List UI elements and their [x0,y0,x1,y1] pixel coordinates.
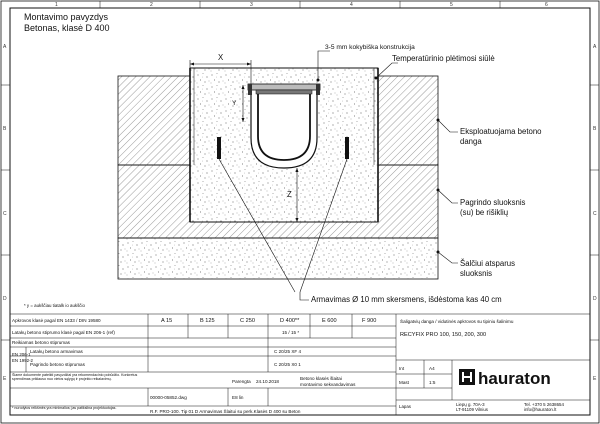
company-address-1: Liepų g. 70A-3 [456,402,485,407]
callout-reinforcement: Armavimas Ø 10 mm skersmens, išdėstoma k… [311,295,502,304]
frame-col-6: 6 [545,2,548,8]
scale-value: 1:5 [429,380,436,385]
dimension-z-label: Z [287,190,292,199]
load-class-a15: A 15 [161,318,172,324]
drawing-subtitle: Betonas, klasė D 400 [24,23,110,33]
scale-label: Mast [399,380,410,385]
drawing-footer: R.F. PRO-100. Tip 01 D Armavimas Šlaitui… [150,408,301,414]
rebar-right [345,137,349,159]
callout-base-layer-2: (su) be rišiklių [460,208,508,217]
left-note-1: Šiame dokumente pateikti pavyzdžiai yra … [12,373,138,382]
created-label: Parengta [232,379,251,384]
base-strength-row-label: Pagrindo betono stiprumas [30,362,86,367]
callout-concrete-surface-2: danga [460,137,482,146]
frame-row-c-right: C [593,211,597,217]
hauraton-logo: hauraton [459,369,551,388]
frame-row-b-right: B [593,126,597,132]
drawing-note-2: montavimo sekvandavimas [300,382,356,387]
load-class-c250: C 250 [240,318,255,324]
callout-frost-layer-1: Šalčiui atsparus [460,259,515,268]
drawing-date: 24.10.2018 [256,379,279,384]
load-class-e600: E 600 [322,318,337,324]
frame-row-c: C [3,211,7,217]
left-note-2: * nurodytos reikšmės yra minimalios; jas… [12,406,117,410]
grating [247,83,321,91]
drawing-size: E8 lin [232,395,244,400]
frame-row-a: A [3,44,7,50]
left-code-2: EN 1992-2 [12,358,34,363]
drainage-channel [247,83,321,169]
company-contact-1: Tel. +370 5 2638654 [524,402,564,407]
frame-row-a-right: A [593,44,597,50]
load-class-row-label: Apkrovos klasė pagal EN 1433 / DIN 19580 [12,318,101,323]
frame-row-letters: A B C D E A B C D E [3,44,597,382]
footnote: * y = aukščiau tiatalk io aukščio [24,303,85,308]
callout-frost-layer-2: sluoksnis [460,269,492,278]
dimension-x-label: X [218,53,224,62]
dimension-z: Z [287,168,299,222]
sheet-label: Lapas [399,404,412,409]
leader-lines [218,50,458,301]
frame-row-e-right: E [593,376,597,382]
left-code-1: EN 206-1 [12,352,31,357]
left-note-2-container: * nurodytos reikšmės yra minimalios; jas… [12,406,117,410]
product-name: RECYFIX PRO 100, 150, 200, 300 [400,332,486,338]
concrete-slab-left [117,75,191,166]
callout-joint-construction: 3-5 mm kokybiška konstrukcija [325,44,415,51]
callout-concrete-surface-1: Eksploatuojama betono [460,127,542,136]
base-strength-row-value: C 20/25 X0 1 [274,362,301,367]
logo-text: hauraton [478,369,551,388]
rebar-left [217,137,221,159]
format-value: A4 [429,366,435,371]
frame-row-e: E [3,376,7,382]
load-class-table: Apkrovos klasė pagal EN 1433 / DIN 19580… [12,318,376,367]
title-block [9,313,591,416]
dimension-y: Y [232,85,245,122]
load-class-f900: F 900 [362,318,376,324]
drawing-number: 00000-05852.dwg [150,395,187,400]
drawing-title: Montavimo pavyzdys [24,12,109,22]
frame-col-1: 1 [55,2,58,8]
concrete-slab-right [377,75,439,166]
product-description: Šaligatvių danga / vidutinės apkrovos su… [400,318,514,324]
company-contact-2: info@hauraton.lt [524,407,557,412]
company-address-2: LT-91109 Vilnius [456,407,489,412]
frame-col-3: 3 [250,2,253,8]
reinforcement-bars [217,137,349,159]
frame-column-letters: 1 2 3 4 5 6 [55,2,548,8]
left-note-1-container: Šiame dokumente pateikti pavyzdžiai yra … [12,373,138,382]
reinforcement-row-label: Latakų betono armavimas [30,349,84,354]
format-label: Int [399,366,405,371]
required-strength-label: Reikiamas betono stiprumas [12,340,71,345]
dimension-x: X [189,53,252,84]
cross-section [117,67,439,280]
drawing-note-1: Betono klasės šlaitai [300,376,342,381]
frame-col-4: 4 [350,2,353,8]
frame-row-d: D [3,296,7,302]
frame-col-2: 2 [150,2,153,8]
concrete-class-row-label: Latakų betono stiprumo klasė pagal EN 20… [12,330,115,335]
frame-col-5: 5 [450,2,453,8]
frame-row-d-right: D [593,296,597,302]
load-class-d400: D 400** [280,318,300,324]
load-class-b125: B 125 [200,318,215,324]
callout-expansion-joint: Temperatūrinio plėtimosi siūlė [392,54,495,63]
reinforcement-row-value: C 20/25 XF 4 [274,349,302,354]
frame-row-b: B [3,126,7,132]
concrete-class-value: 15 / 15 * [282,330,299,335]
dimension-y-label: Y [232,100,237,107]
callout-base-layer-1: Pagrindo sluoksnis [460,198,526,207]
